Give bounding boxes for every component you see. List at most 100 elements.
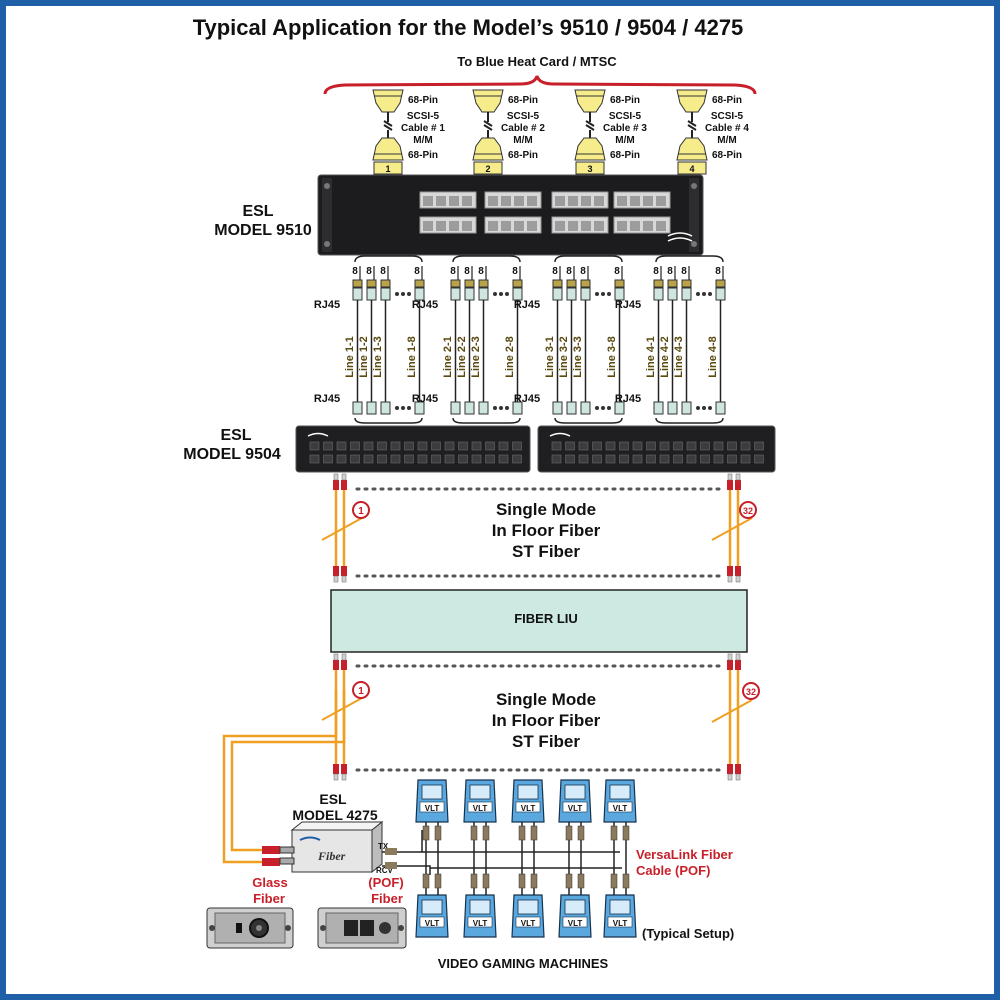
jack-port bbox=[656, 196, 666, 206]
line-label: Line 3-2 bbox=[558, 336, 570, 378]
vlt-top-cable-2 bbox=[470, 822, 490, 868]
line-label: Line 1-2 bbox=[358, 336, 370, 378]
fiber-lower-line1: Single Mode bbox=[496, 690, 596, 709]
pair-digit: 8 bbox=[478, 266, 484, 277]
jack-port bbox=[449, 196, 459, 206]
fiber-mark bbox=[711, 699, 753, 723]
model-9510-label-1: ESL bbox=[242, 203, 273, 220]
pair-digit: 8 bbox=[450, 266, 456, 277]
jack-port bbox=[514, 196, 524, 206]
fiber-liu-box bbox=[330, 589, 748, 653]
jack-port bbox=[568, 196, 578, 206]
jack-port bbox=[501, 221, 511, 231]
jack-port bbox=[423, 196, 433, 206]
line-label: Line 4-8 bbox=[707, 336, 719, 378]
scsi-mm-4: M/M bbox=[717, 135, 736, 146]
scsi-pin-bottom-4: 68-Pin bbox=[712, 150, 742, 161]
pof-fiber-label-2: Fiber bbox=[371, 891, 403, 906]
jack-port bbox=[527, 196, 537, 206]
scsi-mm-1: M/M bbox=[413, 135, 432, 146]
model-9510-panel bbox=[317, 174, 704, 256]
jack-port bbox=[594, 221, 604, 231]
jack-port bbox=[617, 196, 627, 206]
pair-digit: 8 bbox=[464, 266, 470, 277]
scsi-pin-bottom-1: 68-Pin bbox=[408, 150, 438, 161]
vlt-bottom-cable-2 bbox=[470, 852, 490, 895]
line-label: Line 3-1 bbox=[544, 336, 556, 378]
glass-fiber-label-2: Fiber bbox=[253, 891, 285, 906]
line-label: Line 3-3 bbox=[572, 336, 584, 378]
scsi-pin-top-2: 68-Pin bbox=[508, 95, 538, 106]
svg-text:32: 32 bbox=[743, 506, 753, 516]
vlt-bottom-cable-1 bbox=[422, 852, 442, 895]
pair-digit: 8 bbox=[414, 266, 420, 277]
jack-port bbox=[436, 196, 446, 206]
vlt-bottom-4: VLT bbox=[558, 894, 592, 938]
scsi-cable-no-3: Cable # 3 bbox=[603, 123, 647, 134]
scsi-cable-type-1: SCSI-5 bbox=[407, 111, 440, 122]
fiber-liu-label: FIBER LIU bbox=[514, 611, 578, 626]
vlt-bottom-1: VLT bbox=[415, 894, 449, 938]
rj45-bottom-4: RJ45 bbox=[615, 393, 641, 405]
fiber-upper-line1: Single Mode bbox=[496, 500, 596, 519]
vlt-top-cable-3 bbox=[518, 822, 538, 868]
scsi-tag-1: 1 bbox=[385, 164, 390, 174]
vlt-bottom-2: VLT bbox=[463, 894, 497, 938]
jack-port bbox=[643, 221, 653, 231]
pair-digit: 8 bbox=[667, 266, 673, 277]
badge-1-lower: 1 bbox=[352, 681, 370, 699]
vlt-label: VLT bbox=[425, 804, 440, 813]
jack-port bbox=[581, 221, 591, 231]
line-label: Line 1-1 bbox=[344, 336, 356, 378]
scsi-tag-4: 4 bbox=[689, 164, 694, 174]
jack-port bbox=[594, 196, 604, 206]
vlt-label: VLT bbox=[473, 804, 488, 813]
rj45-top-2: RJ45 bbox=[412, 299, 438, 311]
pair-digit: 8 bbox=[681, 266, 687, 277]
vlt-bottom-5: VLT bbox=[603, 894, 637, 938]
rj45-bottom-3: RJ45 bbox=[514, 393, 540, 405]
line-label: Line 4-3 bbox=[673, 336, 685, 378]
jack-port bbox=[488, 221, 498, 231]
jack-port bbox=[527, 221, 537, 231]
line-label: Line 4-1 bbox=[645, 336, 657, 378]
jack-port bbox=[656, 221, 666, 231]
jack-port bbox=[617, 221, 627, 231]
vlt-label: VLT bbox=[521, 919, 536, 928]
model-9504-unit-1 bbox=[295, 425, 531, 473]
fiber-pair-32-upper bbox=[727, 473, 741, 583]
pof-fiber-device bbox=[317, 907, 407, 949]
glass-fiber-device bbox=[206, 907, 294, 949]
fiber-upper-line3: ST Fiber bbox=[512, 542, 580, 561]
jack-port bbox=[581, 196, 591, 206]
fiber-mark bbox=[711, 517, 753, 541]
vlt-bottom-cable-4 bbox=[565, 852, 585, 895]
pair-digit: 8 bbox=[380, 266, 386, 277]
scsi-cable-no-2: Cable # 2 bbox=[501, 123, 545, 134]
scsi-pin-top-3: 68-Pin bbox=[610, 95, 640, 106]
fiber-pair-32-lower bbox=[727, 653, 741, 781]
pair-digit: 8 bbox=[653, 266, 659, 277]
scsi-pin-bottom-2: 68-Pin bbox=[508, 150, 538, 161]
vlt-label: VLT bbox=[425, 919, 440, 928]
fiber-dotted-lines bbox=[355, 487, 727, 772]
pof-fiber-label-1: (POF) bbox=[368, 875, 403, 890]
badge-32-lower: 32 bbox=[742, 682, 760, 700]
jack-port bbox=[643, 196, 653, 206]
jack-port bbox=[501, 196, 511, 206]
footer-label: VIDEO GAMING MACHINES bbox=[438, 956, 609, 971]
scsi-pin-bottom-3: 68-Pin bbox=[610, 150, 640, 161]
tx-label: TX bbox=[378, 842, 389, 851]
rj45-bottom-1: RJ45 bbox=[314, 393, 340, 405]
versalink-label-2: Cable (POF) bbox=[636, 863, 710, 878]
vlt-top-cable-5 bbox=[610, 822, 630, 868]
jack-port bbox=[555, 221, 565, 231]
svg-text:32: 32 bbox=[746, 687, 756, 697]
pof-connectors-left bbox=[385, 848, 397, 869]
glass-fiber-route bbox=[222, 690, 338, 864]
pof-wires bbox=[382, 830, 622, 875]
